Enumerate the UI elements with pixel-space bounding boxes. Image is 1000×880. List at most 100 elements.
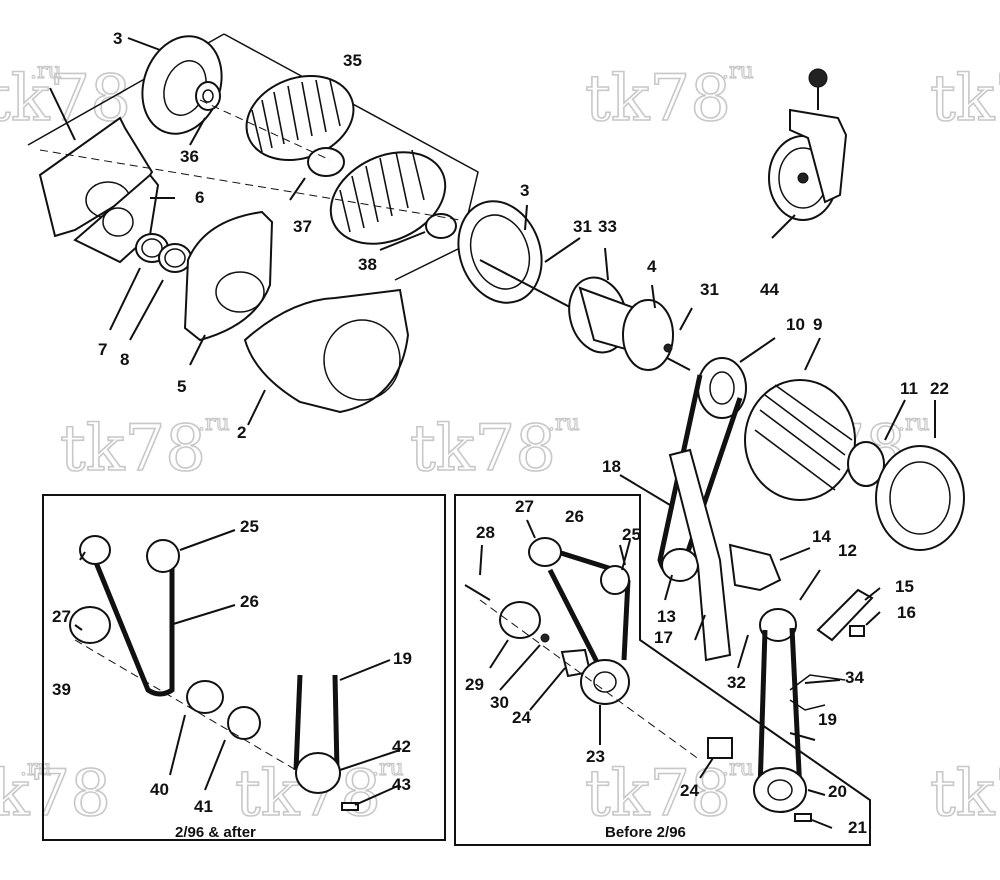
retaining-ring	[158, 243, 192, 273]
lower-housing-opening	[323, 319, 401, 401]
inlet-ring-opening	[889, 461, 951, 535]
callout-label: 19	[393, 649, 412, 668]
callout-label: 21	[848, 818, 867, 837]
watermark-suffix: .ru	[198, 411, 230, 436]
watermark-text: tk78	[930, 757, 1000, 831]
callout-labels: 3 35 36 6 37 38 7 8 5 2 3 31 33 4 31 44 …	[52, 29, 949, 837]
callout-label: 42	[392, 737, 411, 756]
pulley	[753, 767, 807, 813]
callout-label: 24	[680, 781, 699, 800]
callout-label: 11	[900, 379, 918, 398]
housing-half	[183, 210, 274, 342]
inlet-ring	[875, 445, 965, 551]
callout-label: 37	[293, 217, 312, 236]
leader-lines	[49, 37, 936, 829]
mounting-plate	[73, 173, 160, 264]
set-screw	[540, 633, 550, 643]
motor-assembly	[457, 200, 691, 371]
pulley-hub	[593, 671, 617, 693]
pulley-hub	[767, 779, 793, 801]
drive-belt	[293, 674, 340, 771]
blower-wheel-fins	[754, 384, 853, 491]
watermark-suffix: .ru	[30, 59, 62, 84]
panel-caption: Before 2/96	[605, 824, 686, 841]
bearing-bore	[202, 89, 214, 103]
retaining-ring-inner	[164, 248, 186, 268]
callout-label: 7	[98, 340, 107, 359]
dial-gauge-tool	[768, 68, 848, 221]
callout-label: 36	[180, 147, 199, 166]
watermark-text: tk78	[930, 62, 1000, 136]
pulley	[295, 752, 341, 794]
watermark-text: tk78	[410, 412, 556, 486]
dial-center	[797, 172, 809, 184]
callout-label: 33	[598, 217, 617, 236]
center-line	[479, 599, 701, 761]
set-screw	[663, 343, 673, 353]
callout-label: 39	[52, 680, 71, 699]
panel-caption: 2/96 & after	[175, 824, 256, 841]
hub	[425, 213, 457, 239]
clip	[849, 625, 865, 637]
callout-label: 27	[52, 607, 71, 626]
callout-label: 3	[113, 29, 122, 48]
callout-label: 4	[647, 257, 657, 276]
screw	[341, 802, 359, 811]
center-line	[74, 639, 331, 791]
callout-label: 22	[930, 379, 949, 398]
callout-label: 16	[897, 603, 916, 622]
drive-belt	[92, 559, 175, 697]
watermark-text: tk78	[585, 62, 731, 136]
callout-label: 20	[828, 782, 847, 801]
pulley-hub	[709, 371, 735, 405]
blower-assembly-left	[27, 33, 479, 414]
mounting-channel	[816, 588, 874, 642]
watermark-suffix: .ru	[548, 411, 580, 436]
housing-half-opening	[215, 271, 265, 313]
blower-wheel-fins	[251, 79, 341, 153]
callout-label: 41	[194, 797, 213, 816]
retaining-ring-inner	[141, 238, 163, 258]
callout-label: 25	[622, 525, 641, 544]
callout-label: 8	[120, 350, 129, 369]
callout-label: 25	[240, 517, 259, 536]
callout-label: 18	[602, 457, 621, 476]
panel-before-2-96: Before 2/96	[454, 494, 871, 846]
belt-tensioner	[789, 674, 846, 711]
panel-frame	[42, 494, 446, 841]
callout-label: 23	[586, 747, 605, 766]
pulley	[759, 608, 797, 642]
callout-label: 26	[565, 507, 584, 526]
callout-label: 34	[845, 668, 864, 687]
callout-label: 24	[512, 708, 531, 727]
pulley	[580, 659, 630, 705]
center-line	[199, 99, 331, 161]
hub	[69, 606, 111, 644]
center-line	[39, 149, 461, 221]
callout-label: 12	[838, 541, 857, 560]
callout-label: 31	[700, 280, 719, 299]
pulley	[227, 706, 261, 740]
watermark-text: tk78	[60, 412, 206, 486]
hub	[307, 147, 345, 177]
callout-label: 14	[812, 527, 831, 546]
callout-label: 19	[818, 710, 837, 729]
callout-label: 30	[490, 693, 509, 712]
pulley	[146, 539, 180, 573]
callout-label: 38	[358, 255, 377, 274]
callout-label: 40	[150, 780, 169, 799]
pulley	[528, 537, 562, 567]
adjusting-bracket	[668, 448, 732, 662]
tool-bracket	[789, 108, 848, 204]
callout-label: 2	[237, 423, 246, 442]
bearing	[195, 81, 221, 111]
callout-label: 5	[177, 377, 186, 396]
mounting-plate-hole	[102, 207, 134, 237]
panel-frame	[454, 494, 871, 846]
pulley	[600, 565, 630, 595]
watermark-suffix: .ru	[898, 411, 930, 436]
callout-label: 43	[392, 775, 411, 794]
blower-wheel-fins	[339, 149, 425, 233]
mount-ring	[457, 200, 543, 304]
watermark-suffix: .ru	[372, 756, 404, 781]
